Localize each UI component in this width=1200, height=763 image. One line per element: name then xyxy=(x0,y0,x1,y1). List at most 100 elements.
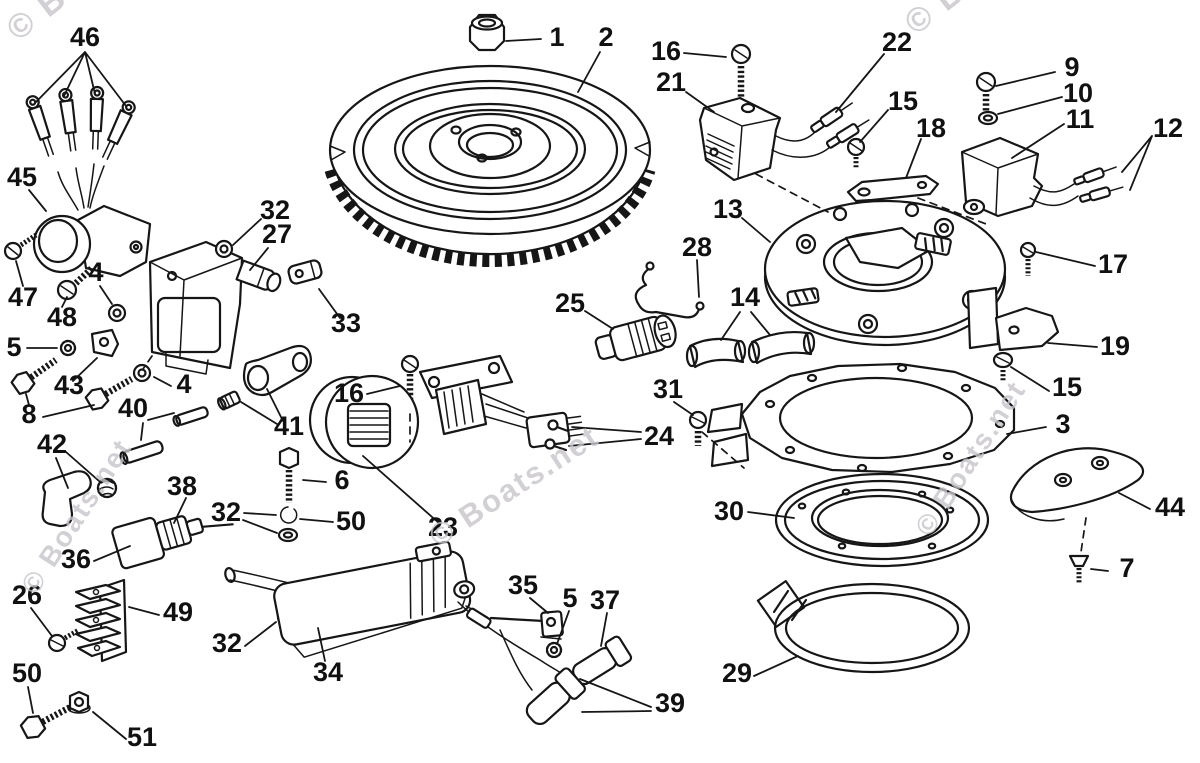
part-number-14-22: 14 xyxy=(730,282,760,312)
part-number-25-21: 25 xyxy=(555,288,585,318)
part-number-24-36: 24 xyxy=(644,421,674,451)
part-number-19-27: 19 xyxy=(1100,331,1130,361)
part-number-29-53: 29 xyxy=(722,658,752,688)
part-number-32-51: 32 xyxy=(212,628,242,658)
part-number-35-47: 35 xyxy=(508,570,538,600)
watermark-1: © Boats.net xyxy=(898,0,1088,42)
part-number-5-48: 5 xyxy=(562,583,577,613)
part-number-41-30: 41 xyxy=(274,411,304,441)
part-number-11-8: 11 xyxy=(1066,104,1095,134)
part-number-4-18: 4 xyxy=(88,257,103,287)
mount-41 xyxy=(217,344,312,411)
part-number-2-2: 2 xyxy=(598,22,613,52)
part-number-50-40: 50 xyxy=(336,506,366,536)
screw-7 xyxy=(1068,554,1090,584)
washer-4-right xyxy=(132,363,152,383)
screw-17 xyxy=(1019,241,1037,276)
terminals-46 xyxy=(25,85,136,160)
flywheel-nut xyxy=(468,13,506,52)
watermark-2: © Boats.net xyxy=(423,418,605,553)
part-number-44-43: 44 xyxy=(1155,492,1185,522)
clamp-35 xyxy=(540,610,564,640)
wire-clip-28 xyxy=(634,261,705,319)
cushion-44 xyxy=(1009,447,1145,522)
part-number-31-33: 31 xyxy=(653,374,683,404)
part-number-37-49: 37 xyxy=(590,585,620,615)
part-number-36-44: 36 xyxy=(61,544,91,574)
coil-11 xyxy=(960,136,1124,218)
part-number-6-37: 6 xyxy=(334,465,349,495)
terminal-block-49 xyxy=(74,578,128,663)
boot-42 xyxy=(41,470,118,528)
spark-boot-37 xyxy=(572,635,633,686)
coil-21 xyxy=(698,96,870,182)
screw-26 xyxy=(47,627,81,653)
part-number-8-28: 8 xyxy=(21,399,36,429)
part-number-4-26: 4 xyxy=(176,369,191,399)
part-number-3-34: 3 xyxy=(1055,409,1070,439)
part-number-42-35: 42 xyxy=(37,429,67,459)
part-number-50-54: 50 xyxy=(12,658,42,688)
part-number-47-17: 47 xyxy=(8,282,38,312)
part-number-49-46: 49 xyxy=(163,597,193,627)
grommet-hoses-14 xyxy=(685,330,816,369)
flywheel xyxy=(324,64,656,267)
part-number-30-42: 30 xyxy=(714,496,744,526)
part-number-5-24: 5 xyxy=(6,332,21,362)
washer-32-coil xyxy=(214,239,234,259)
screw-9 xyxy=(975,71,997,112)
part-number-48-19: 48 xyxy=(47,302,77,332)
part-number-1-1: 1 xyxy=(549,22,564,52)
part-number-9-5: 9 xyxy=(1064,52,1079,82)
ignition-coil-27 xyxy=(148,240,282,375)
wire-connector-12 xyxy=(1079,186,1124,203)
part-number-21-7: 21 xyxy=(656,67,686,97)
part-number-17-23: 17 xyxy=(1098,249,1128,279)
part-number-28-16: 28 xyxy=(682,232,712,262)
connector-36-38 xyxy=(111,515,319,601)
wire-connector-12 xyxy=(1073,166,1117,186)
watermark-3: © Boats.net xyxy=(15,433,138,599)
part-number-46-0: 46 xyxy=(70,22,100,52)
part-number-15-10: 15 xyxy=(888,86,918,116)
clamp-33 xyxy=(287,259,323,285)
part-number-39-55: 39 xyxy=(655,688,685,718)
snap-ring-29 xyxy=(756,580,971,674)
bolt-8 xyxy=(10,357,134,411)
bolt-50 xyxy=(19,704,72,739)
part-number-26-45: 26 xyxy=(12,580,42,610)
washer-10 xyxy=(977,110,999,126)
connector-plug-25 xyxy=(594,314,677,362)
part-number-10-6: 10 xyxy=(1063,78,1093,108)
part-number-32-14: 32 xyxy=(260,195,290,225)
part-number-40-29: 40 xyxy=(118,393,148,423)
alignment-dashed-lines xyxy=(142,173,1087,553)
spark-boot-39 xyxy=(525,667,587,726)
part-number-27-15: 27 xyxy=(262,219,292,249)
nut-51 xyxy=(67,690,91,714)
sensor-assembly-23 xyxy=(308,354,584,470)
part-number-45-12: 45 xyxy=(7,162,37,192)
part-number-18-11: 18 xyxy=(916,113,946,143)
part-number-22-4: 22 xyxy=(882,27,912,57)
bolt-6 xyxy=(278,446,300,503)
part-number-33-20: 33 xyxy=(331,308,361,338)
wire-connector-22 xyxy=(810,102,853,134)
screw-31 xyxy=(688,410,708,446)
support-plate-3 xyxy=(706,362,1016,474)
part-number-34-52: 34 xyxy=(313,657,343,687)
rectifier-45 xyxy=(32,163,152,278)
power-pack-34 xyxy=(273,540,567,691)
part-number-32-39: 32 xyxy=(211,497,241,527)
part-number-15-32: 15 xyxy=(1052,372,1082,402)
screw-47 xyxy=(3,232,38,261)
part-number-16-3: 16 xyxy=(651,36,681,66)
clamp-43 xyxy=(90,328,120,358)
cover-19 xyxy=(966,286,1060,352)
screw-15-lower xyxy=(992,351,1014,382)
leader-lines xyxy=(15,38,1153,740)
screw-15-upper xyxy=(846,137,866,169)
washer-4-left xyxy=(107,303,127,323)
